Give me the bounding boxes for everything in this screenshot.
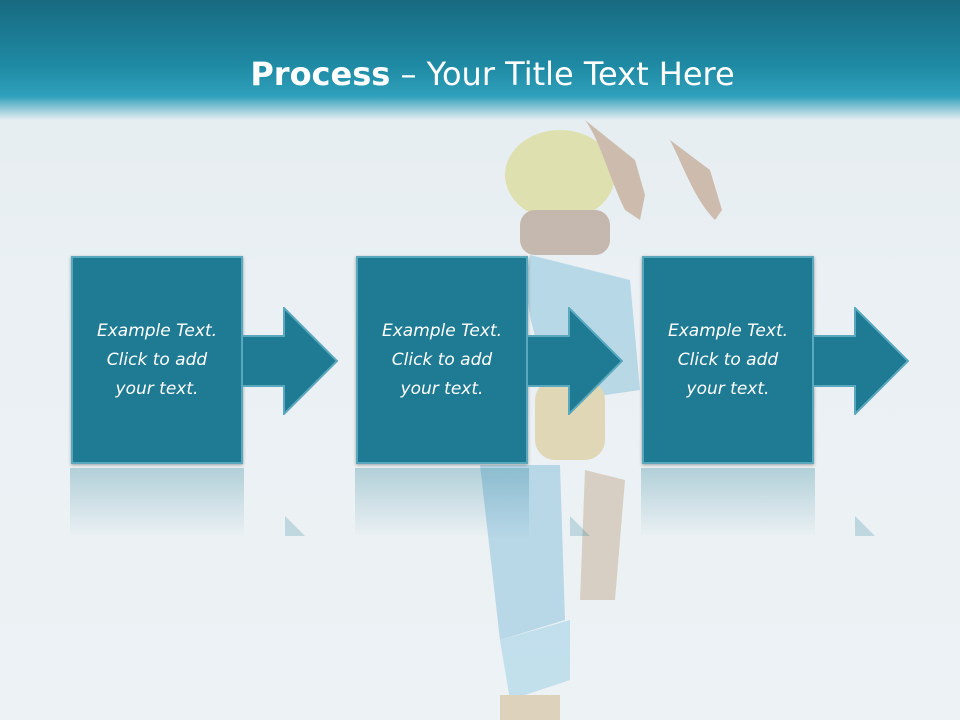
arrow-reflection-icon — [570, 516, 590, 536]
step-text-line3: your text. — [686, 378, 770, 399]
title-bar — [0, 0, 960, 120]
step-text-line2: Click to add — [106, 349, 208, 370]
slide-title[interactable]: Process – Your Title Text Here — [0, 52, 960, 96]
step-text-line1: Example Text. — [96, 320, 218, 341]
process-step-1[interactable]: Example Text. Click to add your text. — [71, 256, 243, 464]
step-1-reflection — [70, 468, 244, 538]
title-rest: Your Title Text Here — [426, 55, 735, 93]
arrow-reflection-icon — [285, 516, 305, 536]
step-text[interactable]: Example Text. Click to add your text. — [362, 317, 522, 404]
step-text-line3: your text. — [400, 378, 484, 399]
title-bold: Process — [250, 55, 391, 93]
step-text-line2: Click to add — [677, 349, 779, 370]
process-step-3[interactable]: Example Text. Click to add your text. — [642, 256, 814, 464]
step-text-line1: Example Text. — [667, 320, 789, 341]
step-text-line2: Click to add — [391, 349, 493, 370]
process-step-2[interactable]: Example Text. Click to add your text. — [356, 256, 528, 464]
right-arrow-icon — [527, 307, 623, 415]
right-arrow-icon — [813, 307, 909, 415]
step-text-line3: your text. — [115, 378, 199, 399]
right-arrow-icon — [242, 307, 338, 415]
title-dash: – — [390, 55, 427, 93]
step-text-line1: Example Text. — [381, 320, 503, 341]
step-3-reflection — [641, 468, 815, 538]
step-text[interactable]: Example Text. Click to add your text. — [77, 317, 237, 404]
step-2-reflection — [355, 468, 529, 538]
arrow-reflection-icon — [855, 516, 875, 536]
step-text[interactable]: Example Text. Click to add your text. — [648, 317, 808, 404]
